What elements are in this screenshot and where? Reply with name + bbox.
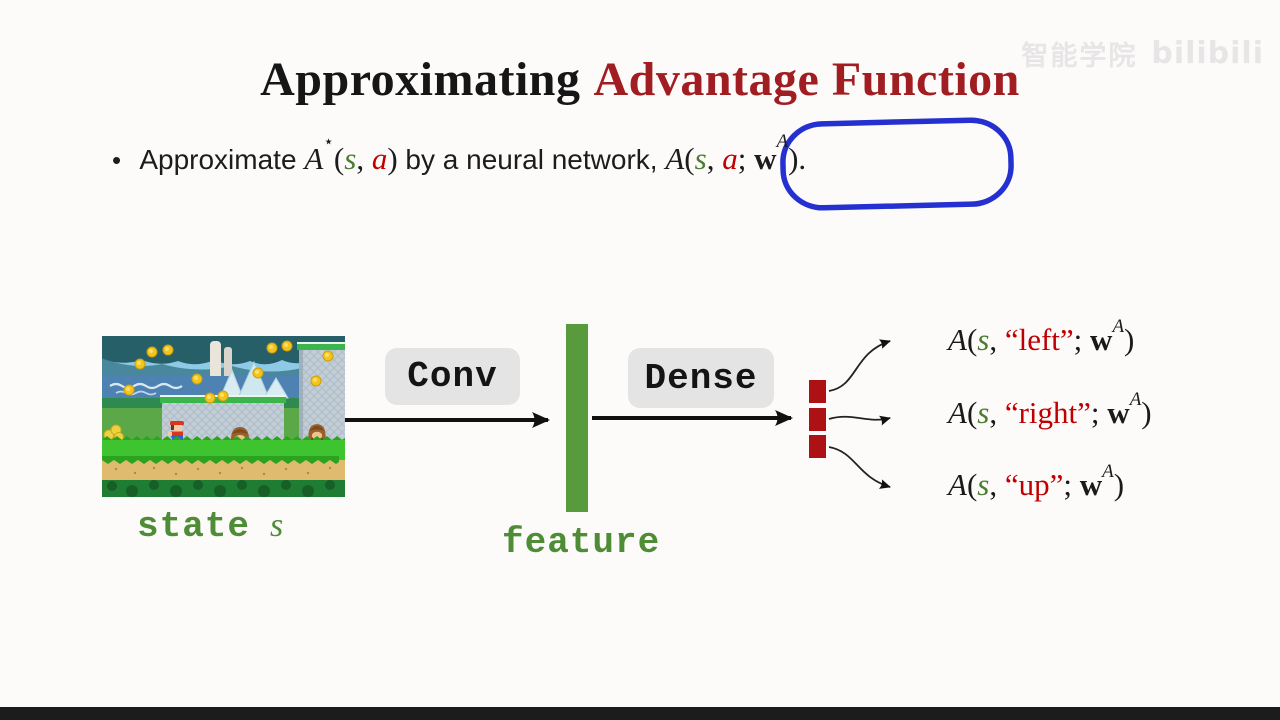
var-s: s	[977, 395, 990, 430]
paren: )	[788, 141, 799, 176]
paren: )	[1113, 467, 1125, 502]
A-superscript: A	[1112, 315, 1125, 337]
paren: )	[1141, 395, 1152, 430]
bottom-letterbox-bar	[0, 707, 1280, 720]
action-left: “left”	[1004, 322, 1074, 357]
star-superscript: ⋆	[323, 131, 334, 151]
dense-layer-box: Dense	[628, 348, 774, 408]
blue-annotation-circle	[780, 117, 1014, 211]
circled-term: A(s, a; wA).	[665, 131, 807, 176]
paren: )	[387, 141, 398, 176]
bullet-mid-text: by a neural network,	[405, 144, 658, 175]
weight-w: w	[1107, 395, 1130, 430]
bullet-line: • Approximate A⋆(s, a) by a neural netwo…	[112, 131, 807, 177]
comma: ,	[706, 141, 723, 176]
paren: (	[684, 141, 695, 176]
weight-w: w	[1079, 467, 1103, 502]
A-superscript: A	[776, 130, 789, 152]
feature-label: feature	[502, 522, 660, 563]
game-state-screenshot	[102, 336, 345, 497]
comma: ,	[356, 141, 372, 176]
comma: ,	[989, 322, 1005, 357]
comma: ,	[989, 395, 1005, 430]
curve-to-up-output	[828, 446, 891, 489]
paren: )	[1124, 322, 1135, 357]
var-A: A	[665, 141, 685, 176]
paren: (	[966, 467, 978, 502]
var-a: a	[371, 141, 388, 176]
paren: (	[333, 141, 345, 176]
weight-w: w	[1090, 322, 1113, 357]
weight-w: w	[754, 141, 777, 176]
curve-to-left-output	[828, 339, 891, 392]
math-A-star-term: A⋆(s, a)	[304, 132, 398, 176]
var-s: s	[977, 467, 990, 502]
curve-to-right-output	[828, 415, 891, 426]
A-superscript: A	[1129, 388, 1142, 410]
semicolon: ;	[1073, 322, 1091, 357]
bullet-marker: •	[112, 145, 122, 175]
var-s: s	[694, 141, 707, 176]
title-red: Advantage Function	[593, 53, 1020, 107]
output-node	[809, 408, 826, 431]
paren: (	[966, 395, 978, 430]
var-A: A	[948, 467, 967, 502]
comma: ,	[989, 467, 1005, 502]
var-A: A	[948, 322, 967, 357]
yellow-plant	[103, 424, 124, 450]
A-superscript: A	[1102, 460, 1114, 482]
conv-layer-box: Conv	[385, 348, 520, 405]
dense-label: Dense	[644, 357, 758, 399]
output-formula-up: A(s, “up”; wA)	[948, 461, 1125, 503]
output-node	[809, 435, 826, 458]
title-black: Approximating	[260, 53, 581, 107]
var-s: s	[344, 141, 357, 176]
output-formula-right: A(s, “right”; wA)	[948, 389, 1152, 431]
var-s: s	[977, 322, 990, 357]
paren: (	[966, 322, 978, 357]
semicolon: ;	[1090, 395, 1108, 430]
feature-word: feature	[502, 522, 661, 563]
output-formula-left: A(s, “left”; wA)	[948, 316, 1135, 358]
action-up: “up”	[1004, 467, 1064, 502]
state-variable: s	[270, 507, 284, 544]
period: .	[798, 141, 807, 176]
var-A: A	[304, 141, 324, 176]
var-A: A	[948, 395, 967, 430]
feature-vector-bar	[566, 324, 588, 512]
semicolon: ;	[737, 141, 755, 176]
action-right: “right”	[1004, 395, 1091, 430]
output-node	[809, 380, 826, 403]
conv-label: Conv	[407, 356, 498, 397]
semicolon: ;	[1063, 467, 1080, 502]
bullet-lead-text: Approximate	[139, 144, 297, 175]
var-a: a	[722, 141, 738, 176]
state-word: state	[137, 506, 251, 547]
